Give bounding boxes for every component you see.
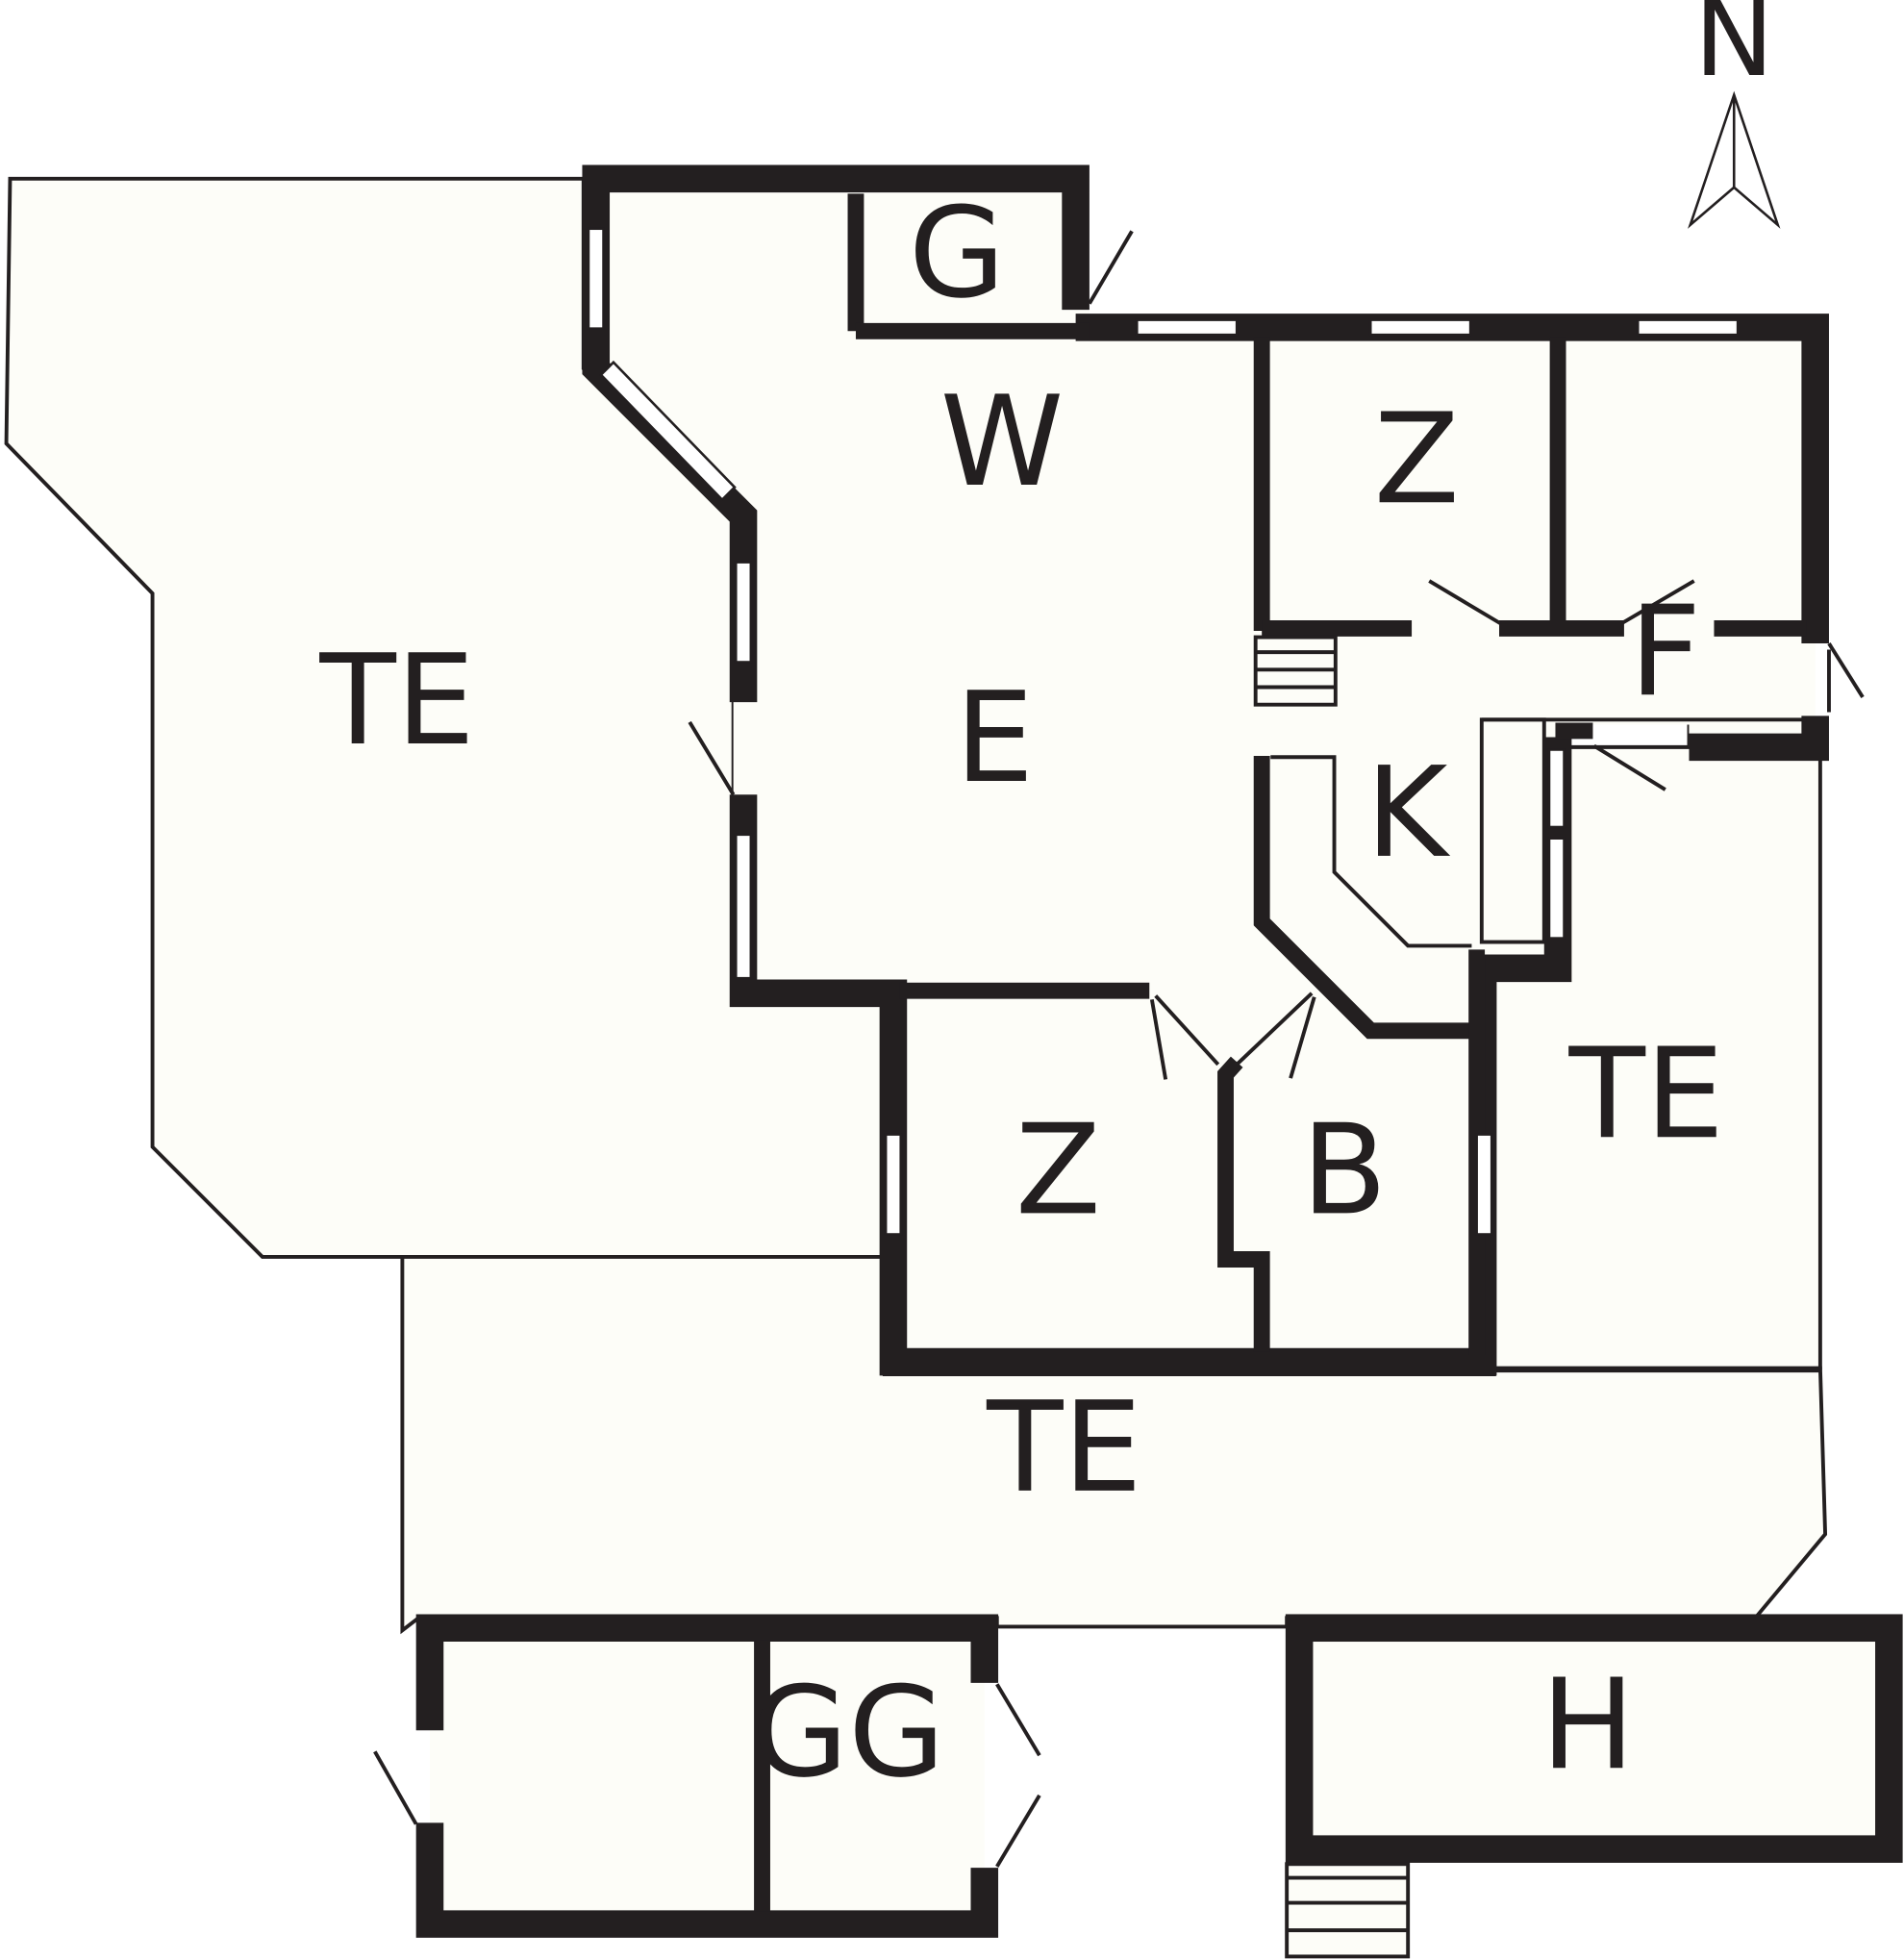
kitchen-counter xyxy=(1270,755,1472,948)
room-label-wc: G xyxy=(909,180,1006,326)
room-label-terrace-west: TE xyxy=(318,627,474,773)
hallway-cabinet xyxy=(1479,717,1546,944)
shed-floor xyxy=(1285,1614,1903,1863)
exterior-walls xyxy=(582,164,1829,1376)
room-label-kitchen: K xyxy=(1365,740,1450,886)
room-label-dining: E xyxy=(955,665,1034,811)
compass-letter: N xyxy=(1693,0,1774,101)
room-label-terrace-south: TE xyxy=(986,1374,1141,1520)
room-label-bathroom: B xyxy=(1301,1096,1387,1243)
room-label-hallway: F xyxy=(1629,578,1701,724)
stairs-hall-icon xyxy=(1253,635,1338,707)
north-arrow-icon xyxy=(1688,90,1781,229)
room-label-living: W xyxy=(940,368,1064,515)
room-label-shed: H xyxy=(1541,1651,1635,1797)
garage-walls xyxy=(415,1614,999,1938)
room-label-terrace-east: TE xyxy=(1568,1020,1724,1167)
door-swings xyxy=(373,230,1865,1868)
room-label-bedroom-north: Z xyxy=(1374,386,1460,532)
garage-floor xyxy=(429,1627,985,1924)
room-label-bedroom-south: Z xyxy=(1015,1096,1101,1243)
stairs-shed-icon xyxy=(1285,1862,1411,1959)
room-label-garage: GG xyxy=(752,1659,945,1805)
windows xyxy=(587,227,1740,1236)
